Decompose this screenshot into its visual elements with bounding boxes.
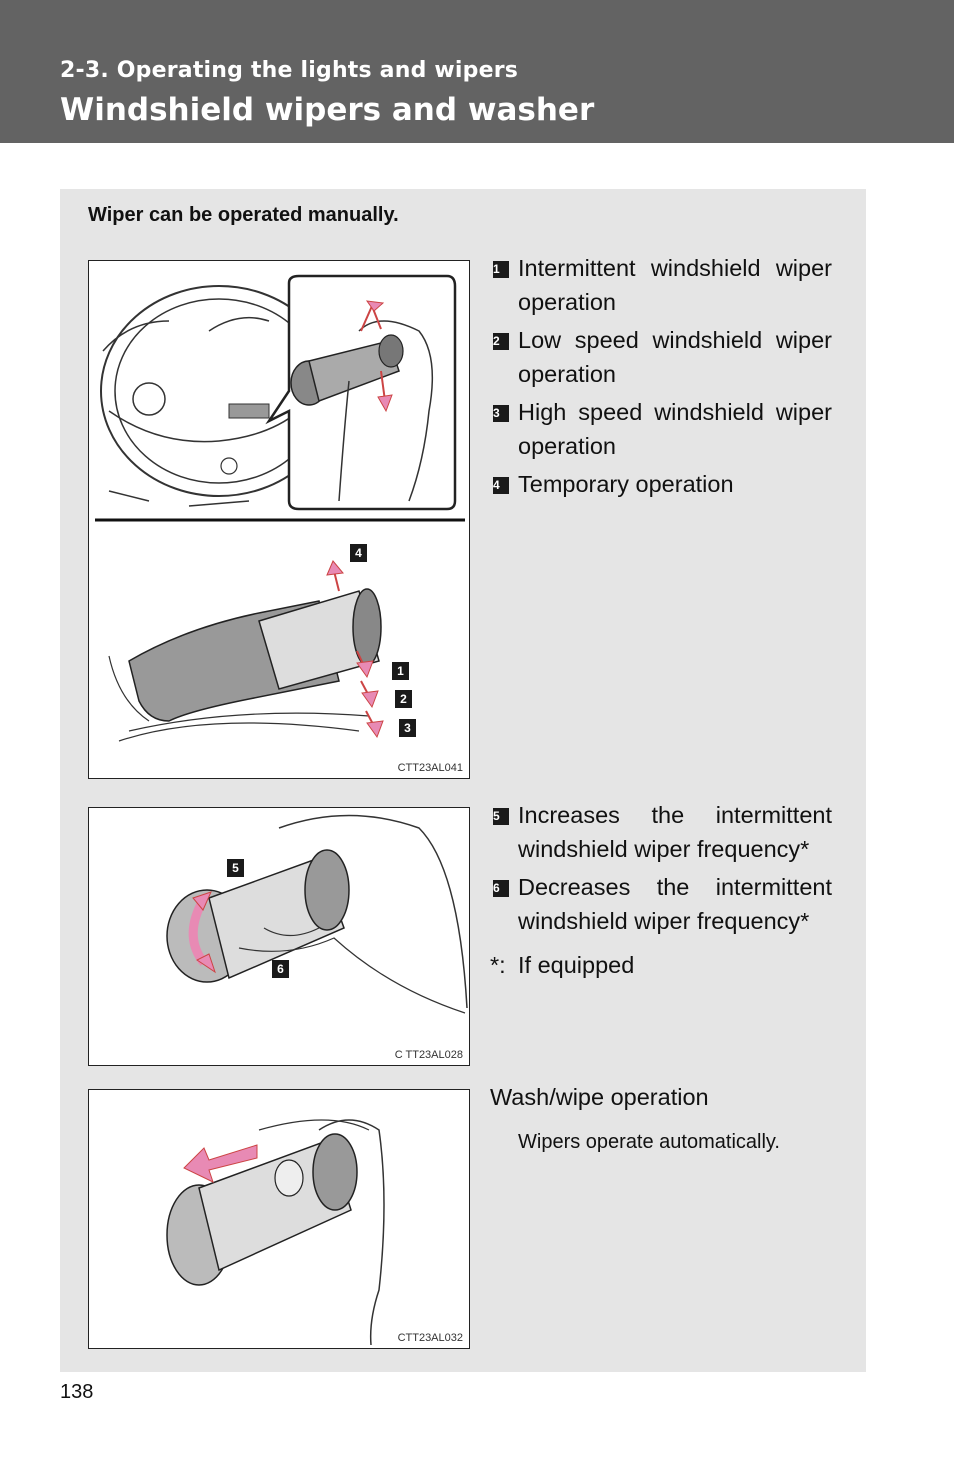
figure-code: CTT23AL032 [397, 1332, 463, 1344]
footnote: *: If equipped [490, 948, 634, 982]
callout-1: 1 [392, 662, 409, 680]
number-badge: 3 [493, 405, 509, 422]
frequency-list: 5 Increases the intermittent windshield … [490, 798, 832, 942]
number-badge: 6 [493, 880, 509, 897]
wash-wipe-illustration [166, 1119, 385, 1346]
list-item: 5 Increases the intermittent windshield … [490, 798, 832, 866]
number-badge: 5 [493, 808, 509, 825]
page-title: Windshield wipers and washer [60, 92, 595, 128]
number-badge: 2 [493, 333, 509, 350]
number-badge: 4 [493, 477, 509, 494]
number-badge: 1 [493, 261, 509, 278]
frequency-dial-illustration [166, 814, 468, 1014]
section-label: 2-3. Operating the lights and wipers [60, 58, 519, 83]
list-item: 2 Low speed windshield wiper operation [490, 323, 832, 391]
wash-wipe-note: Wipers operate automatically. [518, 1131, 780, 1153]
list-item: 4 Temporary operation [490, 467, 832, 501]
wash-wipe-title: Wash/wipe operation [490, 1084, 709, 1110]
callout-2: 2 [395, 690, 412, 708]
list-item: 6 Decreases the intermittent windshield … [490, 870, 832, 938]
figure-wiper-lever-positions: 4 1 2 3 CTT23AL041 [88, 260, 470, 779]
item-text: High speed windshield wiper operation [518, 399, 832, 459]
figure-wash-wipe: CTT23AL032 [88, 1089, 470, 1349]
item-text: Low speed windshield wiper operation [518, 327, 832, 387]
figure-frequency-dial: 5 6 C TT23AL028 [88, 807, 470, 1066]
item-text: Temporary operation [518, 471, 734, 497]
list-item: 3 High speed windshield wiper operation [490, 395, 832, 463]
callout-3: 3 [399, 719, 416, 737]
page-number: 138 [60, 1381, 94, 1403]
list-item: 1 Intermittent windshield wiper operatio… [490, 251, 832, 319]
intro-text: Wiper can be operated manually. [88, 204, 399, 226]
footnote-mark: *: [490, 952, 506, 978]
item-text: Decreases the intermittent windshield wi… [518, 874, 832, 934]
item-text: Intermittent windshield wiper operation [518, 255, 832, 315]
callout-6: 6 [272, 960, 289, 978]
callout-4: 4 [350, 544, 367, 562]
wiper-lever-illustration [95, 274, 465, 742]
callout-5: 5 [227, 859, 244, 877]
page-header: 2-3. Operating the lights and wipers Win… [0, 0, 954, 143]
wiper-operation-list: 1 Intermittent windshield wiper operatio… [490, 251, 832, 505]
figure-code: C TT23AL028 [394, 1049, 463, 1061]
footnote-text: If equipped [518, 952, 635, 978]
item-text: Increases the intermittent windshield wi… [518, 802, 832, 862]
figure-code: CTT23AL041 [397, 762, 463, 774]
